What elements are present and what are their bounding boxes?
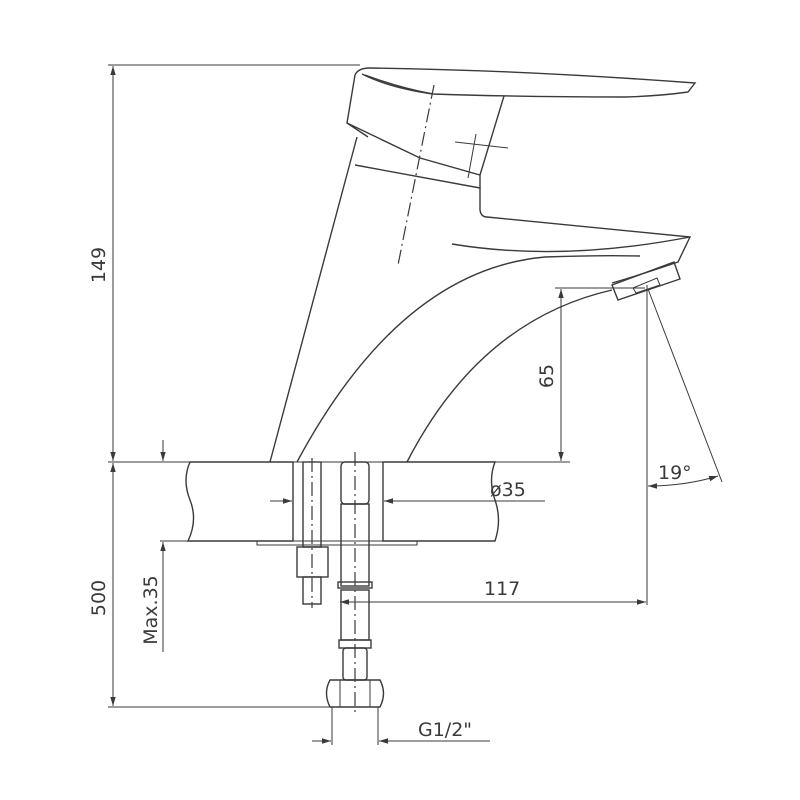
dim-spout-reach: 117 — [484, 578, 520, 600]
mounting-bolt — [296, 458, 329, 608]
dim-hose-length: 500 — [88, 580, 110, 616]
dimension-lines — [108, 64, 723, 745]
lever-handle — [354, 67, 697, 98]
mounting-plate — [256, 540, 418, 546]
aerator — [611, 261, 681, 301]
dim-max-deck: Max.35 — [140, 575, 162, 645]
hex-nut — [325, 679, 385, 708]
dim-total-height: 149 — [88, 247, 110, 283]
dim-spout-angle: 19° — [658, 462, 692, 484]
center-axis — [397, 84, 435, 266]
dim-spout-height: 65 — [536, 364, 558, 388]
faucet-body — [269, 67, 697, 463]
handle-block — [346, 74, 505, 176]
dim-thread: G1/2" — [418, 719, 472, 741]
deck-section — [160, 461, 500, 546]
supply-hose — [325, 452, 385, 715]
dim-hole-diameter: ø35 — [490, 479, 526, 501]
